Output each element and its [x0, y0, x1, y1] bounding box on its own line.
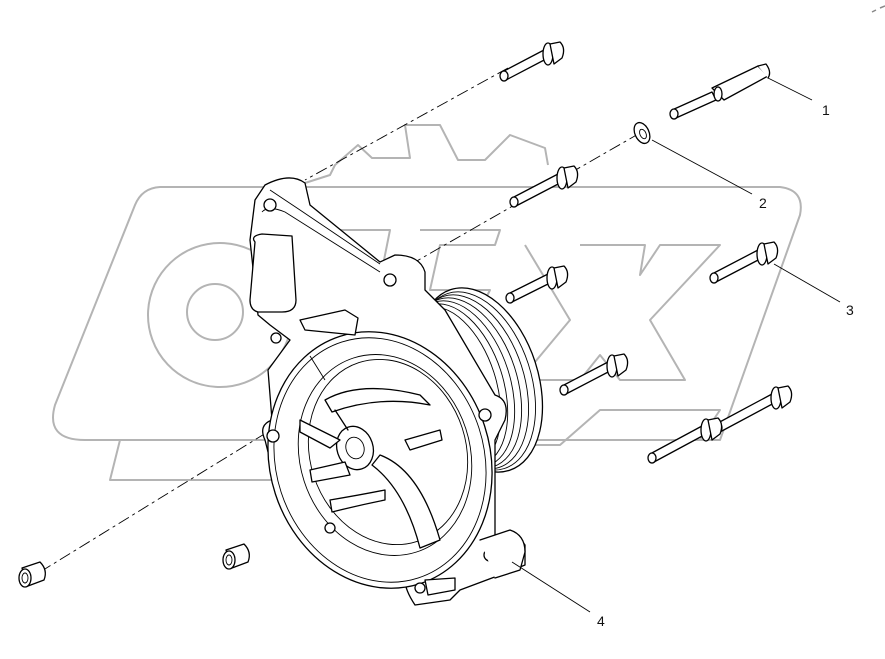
flange-bolt [509, 165, 579, 208]
callout-2: 2 [759, 195, 767, 211]
washer [633, 121, 651, 145]
flange-bolt [647, 417, 723, 464]
leader-lines [511, 77, 841, 613]
callout-3: 3 [846, 302, 854, 318]
dowel-sleeve [222, 543, 250, 570]
dowel-sleeve [18, 561, 46, 588]
callout-4: 4 [597, 613, 605, 629]
flange-bolt [709, 241, 779, 284]
corner-mark [871, 5, 885, 13]
impeller [299, 355, 443, 549]
assembly-axes [39, 67, 641, 573]
flange-bolts [499, 41, 793, 464]
callout-1: 1 [822, 102, 830, 118]
stud-bolt [669, 63, 771, 120]
flange-bolt [505, 265, 569, 304]
flange-bolt [713, 385, 793, 434]
dowel-sleeves [18, 543, 250, 588]
flange-bolt [499, 41, 565, 82]
flange-bolt [559, 353, 629, 396]
